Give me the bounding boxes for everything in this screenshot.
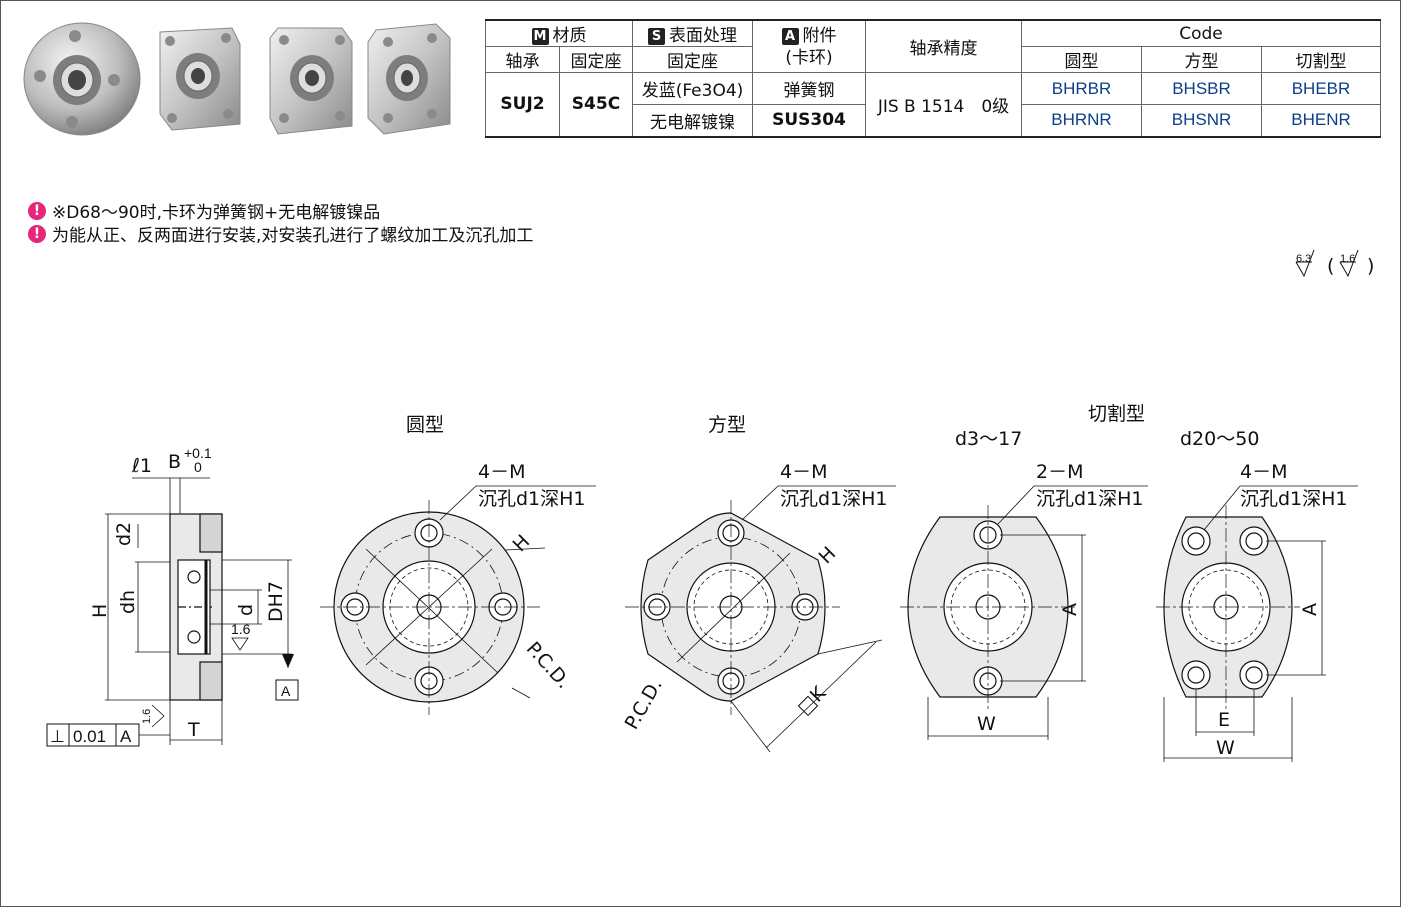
svg-text:A: A: [120, 727, 132, 746]
header-bearing: 轴承: [485, 46, 560, 73]
svg-text:d20～50: d20～50: [1180, 428, 1259, 450]
svg-text:⊥: ⊥: [50, 727, 65, 746]
svg-text:4－M: 4－M: [780, 461, 827, 483]
svg-text:(: (: [1327, 255, 1334, 277]
svg-text:0: 0: [194, 459, 202, 475]
svg-text:P.C.D.: P.C.D.: [522, 638, 575, 693]
svg-text:A: A: [281, 683, 291, 699]
svg-text:d: d: [235, 604, 257, 616]
surface-2: 无电解镀镍: [632, 104, 753, 138]
side-view: [46, 477, 299, 747]
photo-cut-2hole: [269, 27, 353, 135]
svg-text:4－M: 4－M: [478, 461, 525, 483]
product-photos: [23, 22, 451, 136]
svg-text:W: W: [977, 713, 996, 735]
header-housing: 固定座: [559, 46, 633, 73]
code-round-2: BHRNR: [1021, 104, 1142, 138]
side-view-labels: ℓ1 B +0.1 0 H d2 dh d DH7 1.6 A ⊥ 0.01 A…: [50, 445, 291, 746]
svg-text:H: H: [509, 531, 535, 557]
bearing-material: SUJ2: [485, 72, 560, 138]
surface-1: 发蓝(Fe3O4): [632, 72, 753, 105]
note-alert-icon: !: [28, 224, 46, 243]
svg-text:+0.1: +0.1: [184, 445, 212, 461]
housing-material: S45C: [559, 72, 633, 138]
svg-text:H: H: [89, 604, 111, 618]
material-tag: M: [531, 28, 549, 45]
svg-text:圆型: 圆型: [406, 414, 444, 436]
svg-text:dh: dh: [117, 590, 139, 614]
code-square-2: BHSNR: [1141, 104, 1262, 138]
cut-type-4hole-view: [1156, 485, 1358, 762]
note-1: !※D68～90时,卡环为弹簧钢+无电解镀镍品: [28, 198, 380, 223]
svg-text:DH7: DH7: [265, 581, 287, 622]
accessory-2: SUS304: [752, 104, 866, 138]
svg-text:A: A: [1299, 603, 1321, 616]
svg-text:方型: 方型: [708, 414, 746, 436]
header-cut: 切割型: [1261, 46, 1381, 73]
photo-round: [23, 22, 141, 136]
svg-text:d3～17: d3～17: [955, 428, 1022, 450]
svg-text:4－M: 4－M: [1240, 461, 1287, 483]
round-type-view: [320, 485, 596, 715]
code-round-1: BHRBR: [1021, 72, 1142, 105]
svg-text:1.6: 1.6: [231, 621, 251, 637]
svg-text:沉孔d1深H1: 沉孔d1深H1: [478, 488, 586, 510]
svg-text:E: E: [1218, 709, 1230, 731]
svg-text:2－M: 2－M: [1036, 461, 1083, 483]
accessory-tag: A: [781, 27, 799, 45]
note-alert-icon: !: [28, 201, 46, 220]
photo-square: [159, 27, 241, 131]
svg-text:沉孔d1深H1: 沉孔d1深H1: [1240, 488, 1348, 510]
cut-type-2hole-view: [900, 485, 1148, 740]
surface-tag: S: [648, 28, 665, 45]
code-cut-2: BHENR: [1261, 104, 1381, 138]
roughness-symbol: 6.3 ( 1.6 ): [1295, 249, 1374, 278]
precision-value: JIS B 1514 0级: [865, 72, 1022, 138]
svg-text:A: A: [1059, 603, 1081, 616]
svg-text:沉孔d1深H1: 沉孔d1深H1: [1036, 488, 1144, 510]
cut-type-labels: 切割型 d3～17 d20～50 2－M 沉孔d1深H1 4－M 沉孔d1深H1…: [955, 403, 1348, 759]
svg-text:): ): [1367, 255, 1374, 277]
svg-text:W: W: [1216, 737, 1235, 759]
svg-text:P.C.D.: P.C.D.: [621, 675, 667, 733]
code-square-1: BHSBR: [1141, 72, 1262, 105]
code-cut-1: BHEBR: [1261, 72, 1381, 105]
accessory-1: 弹簧钢: [752, 72, 866, 105]
svg-text:1.6: 1.6: [141, 709, 153, 724]
svg-text:T: T: [187, 719, 200, 741]
svg-text:切割型: 切割型: [1088, 403, 1145, 425]
svg-text:□K: □K: [793, 682, 830, 719]
header-square: 方型: [1141, 46, 1262, 73]
square-type-view: [625, 485, 896, 753]
photo-cut-4hole: [367, 23, 451, 135]
svg-text:沉孔d1深H1: 沉孔d1深H1: [780, 488, 888, 510]
svg-text:B: B: [168, 451, 181, 473]
svg-text:0.01: 0.01: [73, 727, 106, 746]
note-2: !为能从正、反两面进行安装,对安装孔进行了螺纹加工及沉孔加工: [28, 221, 533, 246]
svg-text:ℓ1: ℓ1: [131, 455, 152, 477]
svg-text:d2: d2: [113, 522, 135, 546]
header-code: Code: [1021, 19, 1381, 47]
header-round: 圆型: [1021, 46, 1142, 73]
